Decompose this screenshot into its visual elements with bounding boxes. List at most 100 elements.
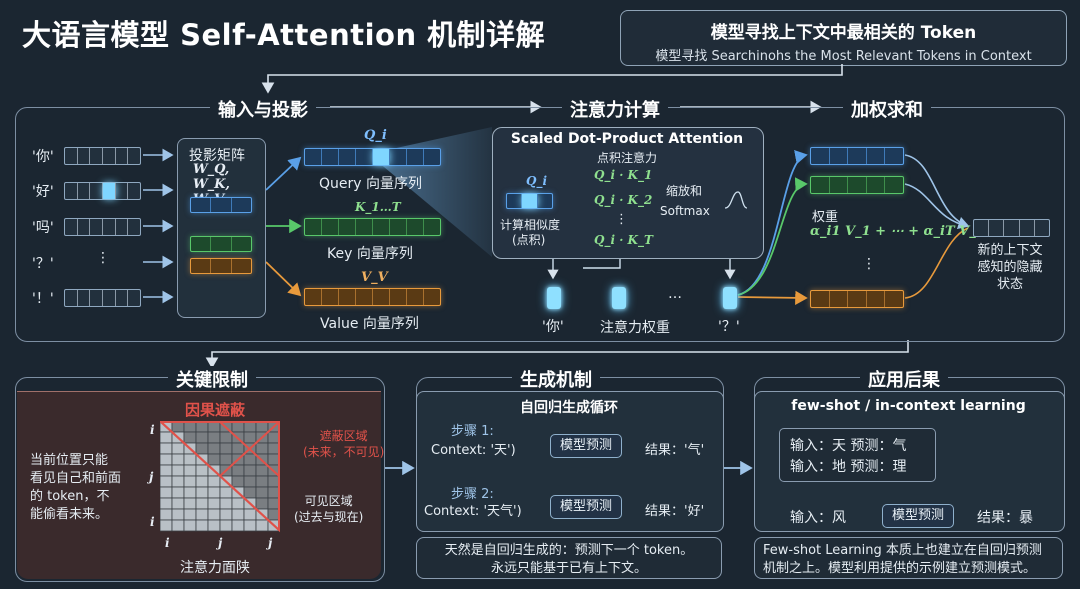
visible-cell bbox=[195, 497, 209, 510]
weighted-value-vector bbox=[810, 290, 904, 308]
key-symbol: K_1…T bbox=[355, 200, 401, 214]
masked-cell bbox=[219, 442, 233, 455]
score-qk1: Q_i · K_1 bbox=[594, 168, 653, 182]
masked-cell bbox=[195, 431, 209, 444]
section-attention-calc: 注意力计算 bbox=[562, 96, 668, 122]
visible-cell bbox=[195, 475, 209, 488]
visible-cell bbox=[160, 508, 173, 521]
attention-plane-caption: 注意力面陕 bbox=[180, 560, 250, 576]
query-projection bbox=[190, 197, 252, 213]
visible-cell bbox=[207, 475, 221, 488]
explanation-line: 能偷看未来。 bbox=[30, 507, 109, 522]
masked-cell bbox=[219, 453, 233, 466]
visible-cell bbox=[183, 475, 197, 488]
token-embedding bbox=[64, 289, 141, 307]
mask-cross-line bbox=[219, 421, 280, 477]
visible-cell bbox=[243, 519, 257, 532]
similarity-label: 计算相似度 bbox=[500, 218, 561, 232]
note-line: 永远只能基于已有上下文。 bbox=[490, 561, 647, 576]
token-embedding bbox=[64, 182, 141, 200]
key-projection bbox=[190, 236, 252, 252]
top-box-title: 模型寻找上下文中最相关的 Token bbox=[710, 23, 977, 43]
causal-explanation: 当前位置只能 看见自己和前面 的 token，不 能偷看未来。 bbox=[30, 452, 121, 524]
generation-note: 天然是自回归生成的：预测下一个 token。 永远只能基于已有上下文。 bbox=[416, 537, 722, 579]
masked-cell bbox=[243, 431, 257, 444]
axis-j-left: j bbox=[149, 470, 154, 484]
score-qk2: Q_i · K_2 bbox=[594, 193, 653, 207]
visible-cell bbox=[207, 486, 221, 499]
softmax-curve-icon bbox=[724, 191, 748, 209]
masked-cell bbox=[255, 464, 269, 477]
masked-cell bbox=[231, 442, 245, 455]
masked-cell bbox=[219, 431, 233, 444]
softmax-label: Softmax bbox=[660, 204, 710, 218]
weighted-value-vector bbox=[810, 176, 904, 194]
output-label-line: 感知的隐藏 bbox=[977, 260, 1043, 275]
horizontal-ellipsis: … bbox=[668, 286, 682, 302]
visible-cell bbox=[207, 519, 221, 532]
visible-cell bbox=[219, 486, 233, 499]
vertical-ellipsis: ⋮ bbox=[615, 212, 628, 227]
note-line: 机制之上。模型利用提供的示例建立预测模式。 bbox=[763, 561, 1037, 576]
masked-line: 遮蔽区域 bbox=[319, 429, 368, 443]
masked-cell bbox=[243, 486, 257, 499]
model-predict-box: 模型预测 bbox=[550, 434, 622, 458]
masked-line: (未来，不可见) bbox=[303, 445, 385, 459]
token-label: '你' bbox=[32, 149, 54, 165]
token-embedding bbox=[64, 147, 141, 165]
attention-weight-glow bbox=[723, 287, 737, 309]
token-embedding bbox=[64, 218, 141, 236]
token-label: '吗' bbox=[32, 220, 54, 236]
weighted-sum-formula: α_i1 V_1 + ⋯ + α_iT V_T bbox=[810, 224, 986, 239]
masked-cell bbox=[255, 497, 269, 510]
weights-label: 权重 bbox=[812, 210, 839, 225]
visible-cell bbox=[160, 453, 173, 466]
query-sequence bbox=[304, 148, 441, 166]
visible-cell bbox=[243, 508, 257, 521]
visible-cell bbox=[231, 519, 245, 532]
masked-cell bbox=[255, 442, 269, 455]
weight-token-first: '你' bbox=[542, 319, 564, 335]
token-label: '？' bbox=[32, 256, 54, 272]
axis-i-x: i bbox=[165, 536, 170, 550]
masked-region-label: 遮蔽区域 (未来，不可见) bbox=[303, 428, 384, 460]
visible-cell bbox=[171, 442, 185, 455]
step2-context: Context: '天气') bbox=[424, 504, 522, 519]
scale-label: 缩放和 bbox=[666, 184, 703, 198]
visible-cell bbox=[183, 453, 197, 466]
examples-box bbox=[779, 428, 936, 482]
few-shot-title: few-shot / in-context learning bbox=[791, 398, 1026, 414]
masked-cell bbox=[255, 475, 269, 488]
masked-cell bbox=[255, 486, 269, 499]
visible-cell bbox=[195, 486, 209, 499]
attention-query-vector bbox=[506, 193, 553, 209]
visible-cell bbox=[160, 497, 173, 510]
example-1: 输入：天 预测：气 bbox=[790, 438, 907, 454]
value-sequence bbox=[304, 288, 441, 306]
visible-cell bbox=[160, 442, 173, 455]
attention-subtitle: 点积注意力 bbox=[596, 151, 657, 165]
visible-cell bbox=[183, 519, 197, 532]
query-symbol: Q_i bbox=[364, 128, 387, 143]
step1-result: 结果：'气' bbox=[645, 443, 705, 458]
axis-j-x: j bbox=[218, 536, 223, 550]
masked-cell bbox=[231, 464, 245, 477]
masked-cell bbox=[243, 453, 257, 466]
visible-region-label: 可见区域 (过去与现在) bbox=[294, 493, 363, 525]
output-hidden-state bbox=[973, 219, 1050, 237]
masked-cell bbox=[207, 431, 221, 444]
value-projection bbox=[190, 258, 252, 274]
axis-i-bottom: i bbox=[150, 515, 155, 529]
note-line: 天然是自回归生成的：预测下一个 token。 bbox=[444, 543, 694, 558]
pipeline-panel bbox=[15, 107, 1065, 342]
visible-cell bbox=[219, 519, 233, 532]
attention-mask-grid bbox=[160, 421, 280, 533]
value-label: Value 向量序列 bbox=[320, 316, 419, 332]
key-sequence bbox=[304, 218, 441, 236]
visible-cell bbox=[171, 486, 185, 499]
masked-cell bbox=[195, 442, 209, 455]
step1-label: 步骤 1: bbox=[451, 424, 494, 439]
key-label: Key 向量序列 bbox=[327, 246, 413, 262]
explanation-line: 的 token，不 bbox=[30, 489, 110, 504]
vertical-ellipsis: ⋮ bbox=[96, 250, 110, 266]
